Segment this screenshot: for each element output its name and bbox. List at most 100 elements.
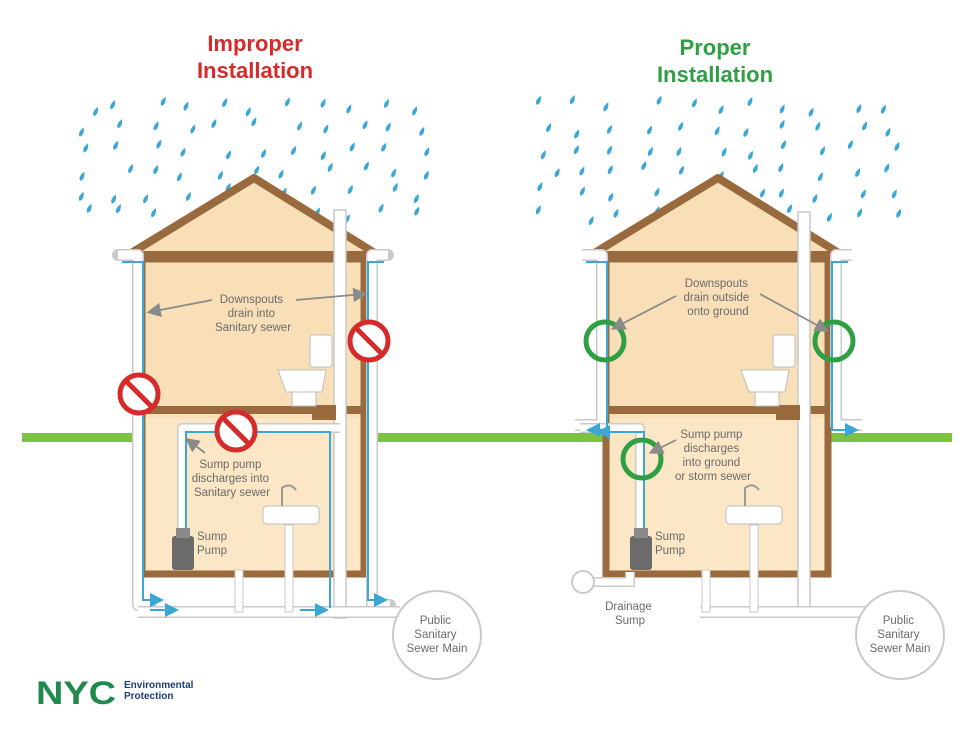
rain-drop <box>310 185 316 195</box>
rain-drop <box>363 161 369 171</box>
rain-drop <box>79 171 85 181</box>
rain-drop <box>574 129 580 139</box>
downspout-label: Downspouts drain into Sanitary sewer <box>215 294 291 334</box>
rain-drop <box>856 103 862 114</box>
rain-drop <box>110 100 116 110</box>
logo-line1: Environmental <box>124 680 194 691</box>
rain-drop <box>424 147 430 157</box>
rain-drop <box>391 168 397 178</box>
sewer-main-label: Public Sanitary Sewer Main <box>407 615 468 655</box>
rain-drop <box>860 189 866 199</box>
rain-drop <box>222 98 228 108</box>
water-flow-right <box>367 261 388 607</box>
roof <box>124 174 382 259</box>
rain-drop <box>747 97 753 107</box>
rain-drop <box>535 205 541 215</box>
rain-drop <box>176 172 182 182</box>
rain-drop <box>656 95 662 105</box>
rain-drop <box>815 121 821 131</box>
label-arrow <box>146 299 213 318</box>
rain-drop <box>284 97 290 107</box>
rain-drop <box>588 216 594 226</box>
pump-label: Sump Pump <box>197 531 230 557</box>
rain-drop <box>151 208 156 218</box>
rain-drop <box>721 147 727 157</box>
rain-drop <box>743 127 749 137</box>
sewer-main-label: Public Sanitary Sewer Main <box>870 615 931 655</box>
rain-drop <box>847 139 853 149</box>
rain-drop <box>546 123 552 133</box>
rain-drop <box>678 165 684 175</box>
sink <box>262 484 320 525</box>
rain-drop <box>78 127 84 137</box>
rain-drop <box>347 184 353 194</box>
drainage-sump-label: Drainage Sump <box>605 601 655 627</box>
improper-title-line2: Installation <box>196 58 314 83</box>
rain-drop <box>211 118 217 128</box>
rain-drop <box>536 95 541 105</box>
rain-drop <box>190 124 196 134</box>
rain-drop <box>86 203 92 213</box>
rain-drop <box>573 145 579 155</box>
rain-drop <box>383 98 389 108</box>
sump-discharge-pipe <box>178 424 340 545</box>
sump-pump <box>630 528 652 570</box>
rain-drop <box>554 168 560 178</box>
rain-drop <box>778 163 784 173</box>
no-sign-icon <box>117 372 161 416</box>
improper-title-line1: Improper <box>207 31 303 56</box>
rain-drop <box>423 170 429 180</box>
rain-drop <box>780 140 786 150</box>
rain-drop <box>346 104 352 114</box>
rain-drop <box>748 150 753 160</box>
sump-label: Sump pump discharges into Sanitary sewer <box>192 459 273 499</box>
rain-drop <box>414 206 420 216</box>
approved-circle-icon <box>812 319 856 363</box>
rain-drop <box>569 95 575 105</box>
rain-drop <box>579 186 585 196</box>
pump-label: Sump Pump <box>655 531 688 557</box>
rain-drop <box>787 204 792 214</box>
roof <box>587 174 846 259</box>
rain-drop <box>320 98 326 108</box>
proper-title-line1: Proper <box>679 35 751 60</box>
label-arrow <box>295 287 368 303</box>
sump-label: Sump pump discharges into ground or stor… <box>675 429 751 483</box>
rain-drop <box>115 204 121 214</box>
rain-drop <box>180 147 186 157</box>
rain-drop <box>413 194 419 204</box>
rain-drop <box>83 143 89 153</box>
rain-drop <box>412 106 418 116</box>
ground-line <box>22 433 952 442</box>
rain-drop <box>880 104 886 114</box>
rain-drop <box>613 208 619 218</box>
toilet <box>277 334 333 407</box>
rain-drop <box>606 124 612 134</box>
rain-drop <box>676 147 682 157</box>
rain-drop <box>647 146 653 156</box>
water-flow-sump <box>185 431 331 608</box>
nyc-logo-mark: NYC <box>36 676 116 708</box>
rain-drop <box>113 140 119 150</box>
rain-drop <box>691 98 697 108</box>
rain-drop <box>885 127 891 137</box>
rain-drop <box>278 169 284 179</box>
sump-pump <box>172 528 194 570</box>
rain-drop <box>111 194 117 204</box>
rain-drop <box>608 192 614 202</box>
sewer-main <box>855 590 945 680</box>
rain-drop <box>362 120 368 130</box>
rain-drop <box>579 166 585 176</box>
rain-drop <box>862 121 868 131</box>
rain-drop <box>156 139 162 149</box>
rain-drop <box>647 125 653 135</box>
rain-drop <box>891 189 897 199</box>
rain-drop <box>654 187 660 197</box>
rain-drop <box>153 165 159 175</box>
rain-drop <box>718 104 724 115</box>
rain-drop <box>820 146 825 156</box>
rain-drop <box>540 150 546 160</box>
rain-drop <box>714 126 720 136</box>
rain-drop <box>323 124 329 134</box>
approved-circle-icon <box>620 437 664 481</box>
